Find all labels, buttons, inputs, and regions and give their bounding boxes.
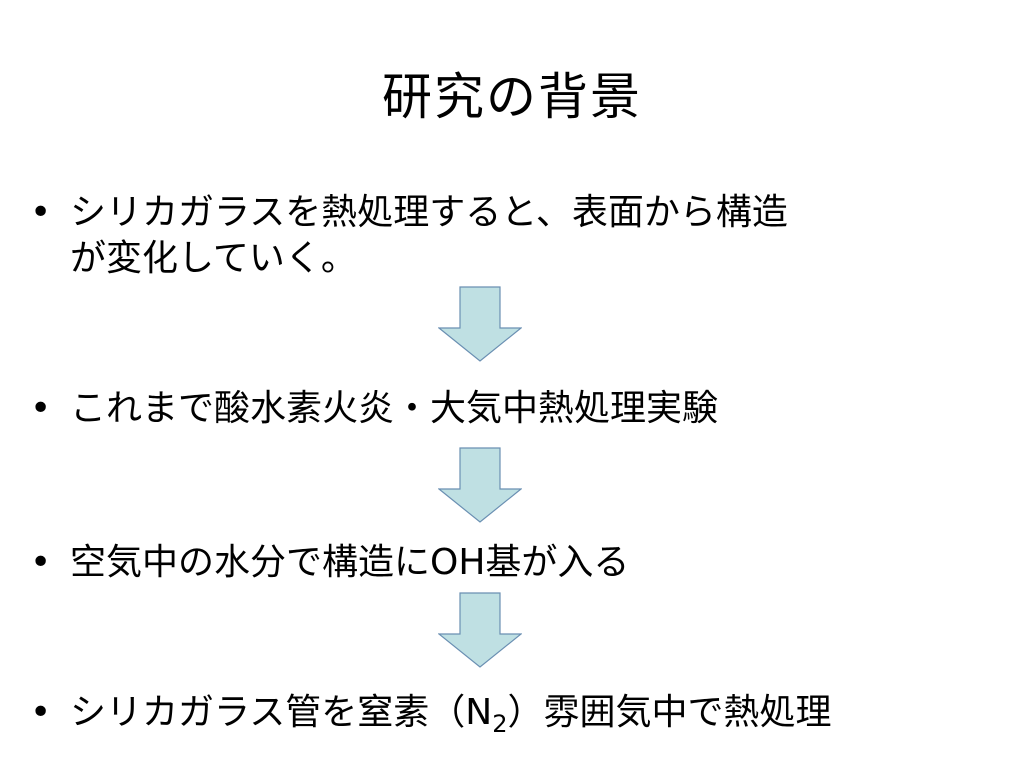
bullet-text: これまで酸水素火炎・大気中熱処理実験 <box>70 388 719 429</box>
bullet-item: • 空気中の水分で構造にOH基が入る <box>30 540 930 590</box>
down-arrow-icon <box>438 447 522 523</box>
bullet-marker: • <box>30 542 52 583</box>
bullet-item: • これまで酸水素火炎・大気中熱処理実験 <box>30 386 930 436</box>
bullet-text-line: シリカガラスを熱処理すると、表面から構造 <box>70 192 788 233</box>
bullet-marker: • <box>30 692 52 733</box>
bullet-marker: • <box>30 192 52 233</box>
bullet-text-part: シリカガラス管を窒素（N <box>70 692 493 733</box>
bullet-text: シリカガラスを熱処理すると、表面から構造 が変化していく。 <box>70 190 788 282</box>
bullet-marker: • <box>30 388 52 429</box>
down-arrow-icon <box>438 286 522 362</box>
bullet-item: • シリカガラスを熱処理すると、表面から構造 が変化していく。 <box>30 190 930 290</box>
down-arrow-icon <box>438 592 522 668</box>
subscript: 2 <box>492 710 508 738</box>
bullet-text-part: ）雰囲気中で熱処理 <box>507 692 832 733</box>
bullet-item: • シリカガラス管を窒素（N2）雰囲気中で熱処理 <box>30 690 990 740</box>
bullet-text: 空気中の水分で構造にOH基が入る <box>70 542 630 583</box>
bullet-text-line: が変化していく。 <box>70 238 357 279</box>
bullet-text: シリカガラス管を窒素（N2）雰囲気中で熱処理 <box>70 690 832 736</box>
slide-title: 研究の背景 <box>382 68 642 126</box>
